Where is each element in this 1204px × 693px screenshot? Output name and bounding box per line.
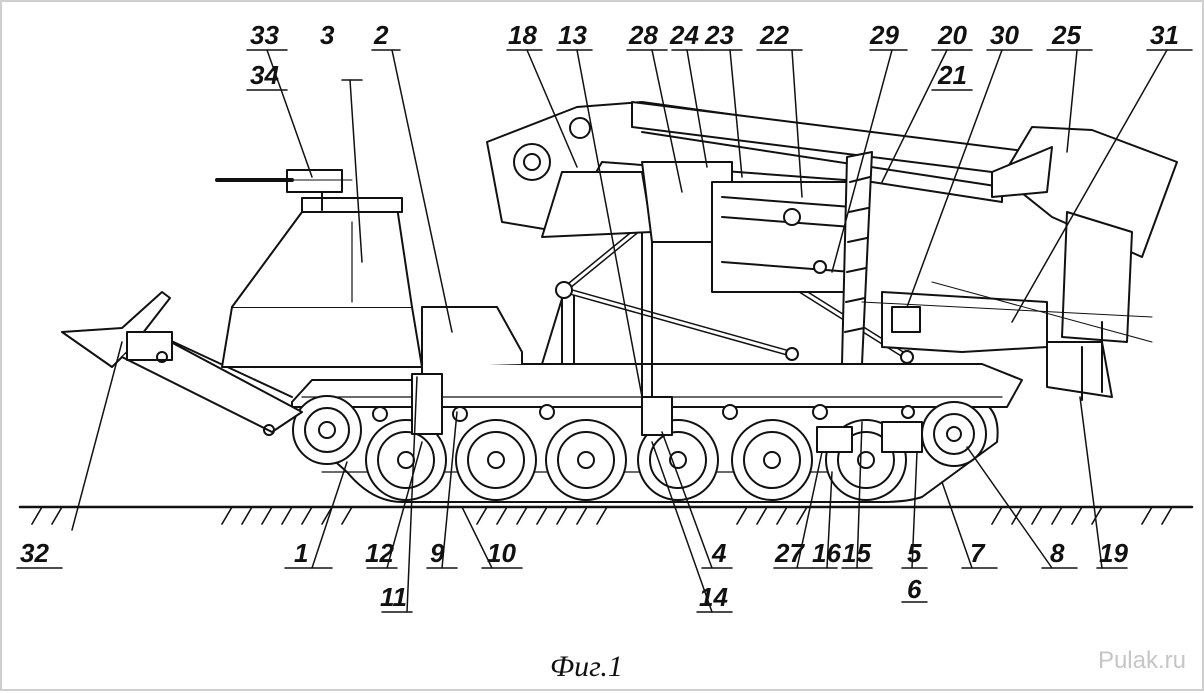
label-9: 9	[430, 538, 445, 568]
leader-lines	[16, 49, 1193, 613]
label-14: 14	[699, 582, 728, 612]
watermark: Pulak.ru	[1097, 647, 1186, 674]
label-2: 2	[374, 20, 389, 50]
hull	[291, 363, 1023, 408]
label-3: 3	[320, 20, 335, 50]
label-30: 30	[990, 20, 1019, 50]
label-19: 19	[1099, 538, 1128, 568]
label-29: 29	[870, 20, 899, 50]
label-25: 25	[1052, 20, 1081, 50]
label-16: 16	[812, 538, 841, 568]
turret	[215, 169, 423, 368]
label-15: 15	[842, 538, 871, 568]
label-4: 4	[712, 538, 727, 568]
dozer-blade	[61, 291, 303, 436]
ground-hatching	[31, 506, 1173, 525]
label-23: 23	[705, 20, 734, 50]
rear-housing	[861, 281, 1153, 353]
label-12: 12	[365, 538, 394, 568]
label-13: 13	[558, 20, 587, 50]
road-wheel	[545, 419, 627, 501]
support-rollers	[372, 404, 915, 422]
label-27: 27	[775, 538, 804, 568]
figure-caption: Фиг.1	[550, 650, 623, 683]
label-10: 10	[487, 538, 516, 568]
rear-idler	[921, 401, 987, 467]
label-24: 24	[670, 20, 699, 50]
label-6: 6	[907, 574, 922, 604]
label-5: 5	[907, 538, 922, 568]
label-18: 18	[508, 20, 537, 50]
road-wheel	[455, 419, 537, 501]
road-wheel	[365, 419, 447, 501]
road-wheels	[365, 419, 907, 501]
label-22: 22	[760, 20, 789, 50]
front-sprocket	[292, 395, 362, 465]
label-28: 28	[629, 20, 658, 50]
deck-plate	[421, 306, 523, 368]
label-7: 7	[970, 538, 985, 568]
label-31: 31	[1150, 20, 1179, 50]
label-32: 32	[20, 538, 49, 568]
rear-cab	[991, 126, 1178, 401]
label-21: 21	[938, 60, 967, 90]
boom-assembly	[486, 101, 1033, 293]
label-34: 34	[250, 60, 279, 90]
hull-brackets	[411, 373, 923, 453]
label-8: 8	[1050, 538, 1065, 568]
label-1: 1	[294, 538, 309, 568]
label-20: 20	[938, 20, 967, 50]
label-11: 11	[380, 582, 407, 612]
road-wheel	[731, 419, 813, 501]
label-33: 33	[250, 20, 279, 50]
